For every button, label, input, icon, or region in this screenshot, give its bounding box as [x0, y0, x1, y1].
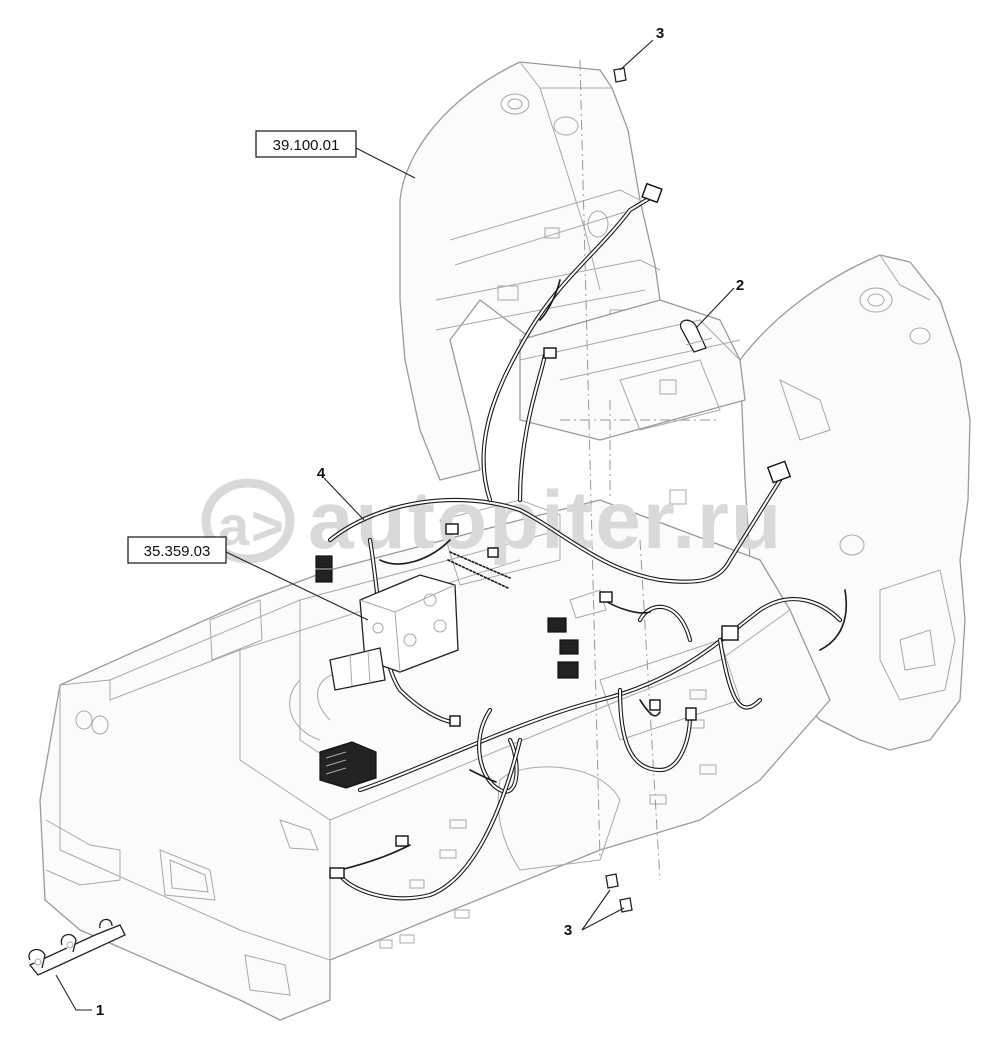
- connector-left-pair-a: [315, 555, 333, 569]
- connector-center-c: [557, 661, 579, 679]
- connector-right-mid: [721, 625, 739, 641]
- callout-3-bottom: 3: [564, 922, 572, 939]
- connector-left-pair-b: [315, 569, 333, 583]
- watermark: a> autopiter.ru: [201, 475, 783, 566]
- part-3-bolt-top: [613, 67, 627, 83]
- reference-box-35-359-03[interactable]: 35.359.03: [127, 536, 227, 564]
- connector-small-right: [599, 591, 613, 603]
- connector-center-b: [559, 639, 579, 655]
- connector-top: [641, 182, 663, 204]
- reference-label-39-100-01: 39.100.01: [273, 137, 340, 154]
- watermark-glyph: a>: [218, 494, 286, 557]
- connector-lower-a: [449, 715, 461, 727]
- wiring-harness: [327, 192, 847, 901]
- connector-upper-mid: [543, 347, 557, 359]
- control-valve-block: [329, 551, 511, 691]
- connector-lower-c: [685, 707, 697, 721]
- connector-bottom-mid: [395, 835, 409, 847]
- watermark-text: autopiter.ru: [308, 475, 783, 566]
- connectors: [315, 182, 792, 879]
- callout-4: 4: [317, 465, 326, 482]
- reference-box-39-100-01[interactable]: 39.100.01: [255, 130, 357, 158]
- connector-mid: [445, 523, 459, 535]
- reference-label-35-359-03: 35.359.03: [144, 543, 211, 560]
- connector-center-a: [547, 617, 567, 633]
- connector-lower-b: [649, 699, 661, 711]
- connector-mid-b: [487, 547, 499, 558]
- callout-3-top: 3: [656, 25, 664, 42]
- callout-2: 2: [736, 277, 744, 294]
- multipin-connector: [319, 741, 377, 789]
- connector-right-upper: [766, 460, 792, 484]
- connector-bottom-left: [329, 867, 345, 879]
- part-1-bracket: [28, 918, 126, 976]
- center-lines: [560, 59, 720, 881]
- callout-1: 1: [96, 1002, 104, 1019]
- leaders: [55, 39, 735, 1011]
- part-2-clip: [679, 319, 713, 353]
- part-3-bolts-bottom: [605, 873, 633, 913]
